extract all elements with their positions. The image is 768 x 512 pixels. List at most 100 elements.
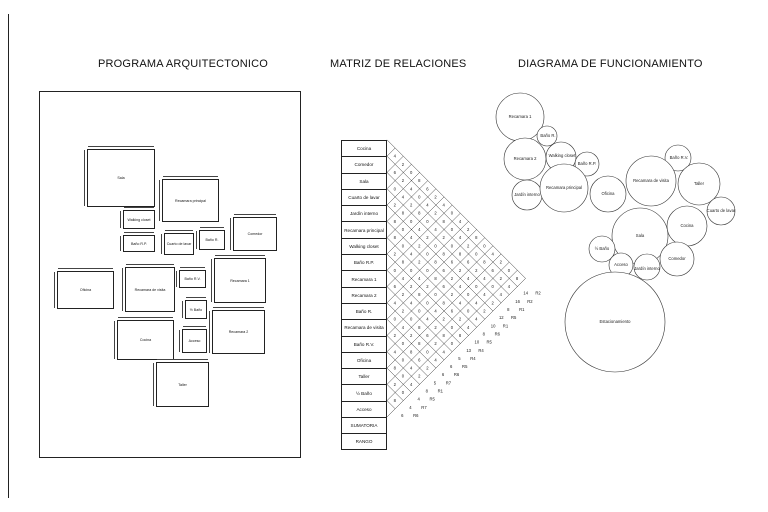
- matrix-grid-line: [386, 172, 510, 295]
- circle-comedor: [659, 241, 695, 277]
- room-bano-rv: Baño R.V.: [176, 267, 206, 288]
- matrix-cell-value: 8: [516, 276, 519, 281]
- matrix-cell-value: 2: [426, 284, 429, 289]
- room-cuarto-de-lavar: Cuarto de lavar: [161, 230, 194, 255]
- matriz-row-label: Recamara de visita: [341, 319, 387, 336]
- matrix-cell-value: 8: [443, 219, 446, 224]
- matrix-grid-line: [386, 229, 477, 320]
- matriz-row-label: Taller: [341, 368, 387, 385]
- matrix-cell-value: 8: [418, 341, 421, 346]
- matrix-cell-value: 6: [451, 309, 454, 314]
- diagram-label-oficina: Oficina: [601, 191, 615, 196]
- matrix-cell-value: 0: [451, 243, 454, 248]
- matrix-cell-value: 8: [394, 235, 397, 240]
- matrix-cell-value: 2: [459, 268, 462, 273]
- matrix-grid-line: [386, 270, 518, 401]
- diagram-label-recamara-de-visita: Recamara de visita: [633, 178, 670, 183]
- matrix-cell-value: 2: [418, 243, 421, 248]
- matrix-cell-value: 0: [394, 317, 397, 322]
- matrix-cell-value: 4: [434, 227, 437, 232]
- matrix-cell-value: 0: [467, 292, 470, 297]
- programa-title: PROGRAMA ARQUITECTONICO: [98, 58, 269, 70]
- diagram-label-bano-rv: Baño R.V.: [670, 155, 689, 160]
- matrix-cell-value: 0: [451, 211, 454, 216]
- matrix-grid-line: [386, 139, 526, 279]
- diagram-label-jardin-interno-2: Jardín interno: [634, 266, 660, 271]
- circle-bano-r: [536, 125, 558, 147]
- matrix-cell-value: 0: [451, 341, 454, 346]
- room-cocina: Cocina: [114, 317, 174, 360]
- matrix-cell-value: 4: [410, 251, 413, 256]
- room-medio-bano: ½ Baño: [182, 297, 207, 319]
- matrix-cell-value: 4: [418, 227, 421, 232]
- matrix-cell-value: 4: [410, 235, 413, 240]
- matrix-cell-value: 4: [394, 349, 397, 354]
- matrix-cell-value: 4: [483, 292, 486, 297]
- matrix-cell-value: 0: [418, 194, 421, 199]
- matrix-grid-line: [386, 188, 437, 238]
- diagram-label-bano-rp: Baño R.P.: [578, 161, 597, 166]
- circle-cuarto-de-lavar: [706, 196, 736, 226]
- matrix-cell-value: 6: [451, 260, 454, 265]
- matrix-cell-value: 0: [451, 227, 454, 232]
- left-divider-line: [8, 14, 9, 498]
- matrix-grid-line: [386, 237, 485, 336]
- matrix-grid-line: [386, 180, 428, 222]
- matrix-cell-value: 0: [410, 170, 413, 175]
- matrix-cell-value: 6: [491, 268, 494, 273]
- matrix-cell-value: 0: [434, 243, 437, 248]
- matrix-cell-value: 2: [410, 333, 413, 338]
- matrix-cell-value: 4: [402, 276, 405, 281]
- matrix-cell-value: 8: [434, 260, 437, 265]
- matrix-cell-value: 8: [394, 366, 397, 371]
- matrix-cell-value: 4: [459, 284, 462, 289]
- matrix-cell-value: 0: [426, 349, 429, 354]
- matrix-cell-value: 0: [451, 325, 454, 330]
- diagram-label-comedor: Comedor: [668, 256, 686, 261]
- circle-taller: [677, 162, 721, 206]
- matrix-rank-value: R5: [429, 397, 435, 402]
- matrix-cell-value: 0: [402, 357, 405, 362]
- matrix-cell-value: 0: [434, 292, 437, 297]
- matrix-cell-value: 4: [418, 276, 421, 281]
- matrix-cell-value: 2: [434, 325, 437, 330]
- circle-oficina: [589, 175, 627, 213]
- matrix-cell-value: 2: [418, 260, 421, 265]
- matrix-cell-value: 8: [402, 260, 405, 265]
- matrix-cell-value: 0: [394, 268, 397, 273]
- matrix-cell-value: 2: [500, 260, 503, 265]
- matrix-cell-value: 0: [394, 186, 397, 191]
- matrix-grid-line: [386, 302, 445, 361]
- matrix-cell-value: 2: [500, 276, 503, 281]
- diagram-label-medio-bano: ½ Baño: [595, 246, 610, 251]
- matrix-cell-value: 8: [459, 333, 462, 338]
- matrix-cell-value: 4: [434, 357, 437, 362]
- room-recamara-principal: Recamara principal: [159, 176, 219, 222]
- diagram-label-recamara-2: Recamara 2: [514, 156, 537, 161]
- matrix-cell-value: 8: [483, 260, 486, 265]
- matriz-row-label: Sala: [341, 172, 387, 189]
- matrix-cell-value: 2: [394, 203, 397, 208]
- matrix-grid-line: [386, 278, 526, 418]
- matrix-cell-value: 8: [475, 235, 478, 240]
- matrix-cell-value: 4: [459, 219, 462, 224]
- diagram-label-sala: Sala: [636, 233, 645, 238]
- matrix-sum-value: 16: [515, 299, 520, 304]
- matrix-cell-value: 2: [459, 317, 462, 322]
- matrix-cell-value: 6: [426, 333, 429, 338]
- matrix-sum-value: 4: [409, 405, 412, 410]
- matriz-row-label: Baño R.V.: [341, 335, 387, 352]
- matrix-rank-value: R5: [487, 340, 493, 345]
- matrix-cell-value: 2: [402, 178, 405, 183]
- matrix-grid-line: [386, 245, 494, 352]
- matrix-sum-value: 10: [491, 323, 496, 328]
- matrix-cell-value: 8: [418, 211, 421, 216]
- matriz-row-label: Baño R.: [341, 302, 387, 320]
- matrix-sum-value: 12: [499, 315, 504, 320]
- matrix-cell-value: 4: [402, 325, 405, 330]
- matriz-row-label: Walking closet: [341, 237, 387, 255]
- matriz-row-label: Cuarto de lavar: [341, 188, 387, 206]
- room-recamara-de-visita: Recamara de visita: [122, 264, 175, 312]
- matrix-sum-value: 8: [483, 331, 486, 336]
- matrix-cell-value: 0: [475, 251, 478, 256]
